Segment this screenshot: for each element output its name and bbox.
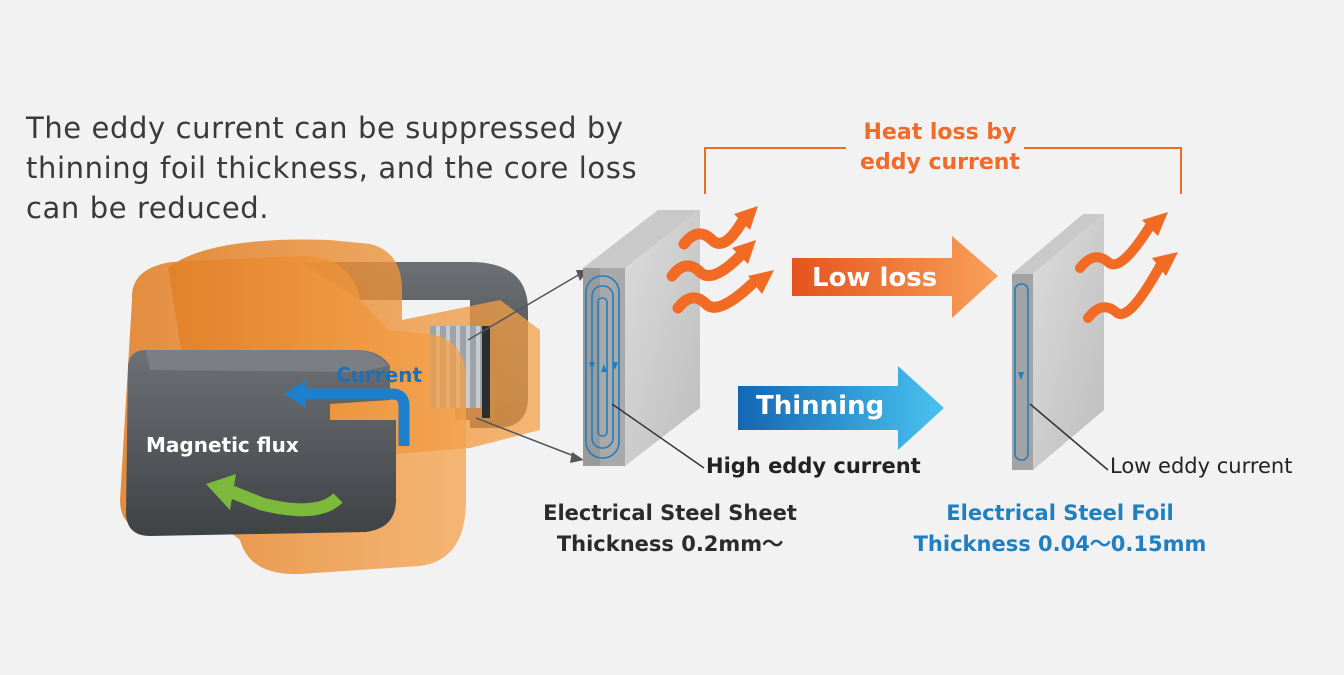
- heat-loss-label: Heat loss by eddy current: [835, 118, 1045, 178]
- intro-line-3: can be reduced.: [26, 191, 270, 225]
- heat-arrows-foil: [1075, 221, 1165, 323]
- steel-foil-caption: Electrical Steel Foil Thickness 0.04～0.1…: [895, 498, 1225, 560]
- thinning-arrow: [738, 366, 944, 450]
- pointer-arrowhead-bottom: [570, 452, 584, 463]
- thinning-label: Thinning: [756, 391, 885, 421]
- current-label: Current: [336, 363, 423, 387]
- pointer-line-bottom: [475, 417, 575, 457]
- heat-loss-bracket: [704, 147, 1182, 194]
- steel-sheet-title: Electrical Steel Sheet: [543, 501, 797, 525]
- heat-arrowheads-foil: [1142, 212, 1178, 276]
- low-eddy-current-label: Low eddy current: [1110, 454, 1293, 478]
- intro-line-1: The eddy current can be suppressed by: [26, 111, 624, 145]
- heat-arrowheads-sheet: [732, 206, 774, 294]
- transformer-core-illustration: [120, 239, 540, 575]
- low-loss-label: Low loss: [812, 263, 938, 293]
- core-top-face: [146, 350, 388, 372]
- magnetic-flux-arrow: [206, 474, 343, 517]
- magnetic-flux-label: Magnetic flux: [146, 433, 299, 457]
- heat-arrows-sheet: [666, 216, 758, 314]
- low-loss-arrow: [792, 236, 998, 318]
- steel-foil-title: Electrical Steel Foil: [946, 501, 1174, 525]
- steel-foil-plate: [1012, 214, 1104, 470]
- steel-sheet-thickness: Thickness 0.2mm～: [556, 532, 784, 556]
- current-arrow: [284, 380, 410, 446]
- heat-loss-line-1: Heat loss by: [863, 120, 1017, 145]
- heat-loss-line-2: eddy current: [860, 150, 1020, 175]
- intro-text: The eddy current can be suppressed by th…: [26, 108, 686, 228]
- low-eddy-current-loop: [1014, 283, 1029, 461]
- steel-foil-thickness: Thickness 0.04～0.15mm: [913, 532, 1207, 556]
- high-eddy-pointer: [611, 403, 705, 469]
- steel-sheet-caption: Electrical Steel Sheet Thickness 0.2mm～: [520, 498, 820, 560]
- low-eddy-pointer: [1029, 403, 1109, 471]
- high-eddy-current-label: High eddy current: [706, 454, 921, 478]
- intro-line-2: thinning foil thickness, and the core lo…: [26, 151, 638, 185]
- pointer-line-top: [467, 273, 581, 341]
